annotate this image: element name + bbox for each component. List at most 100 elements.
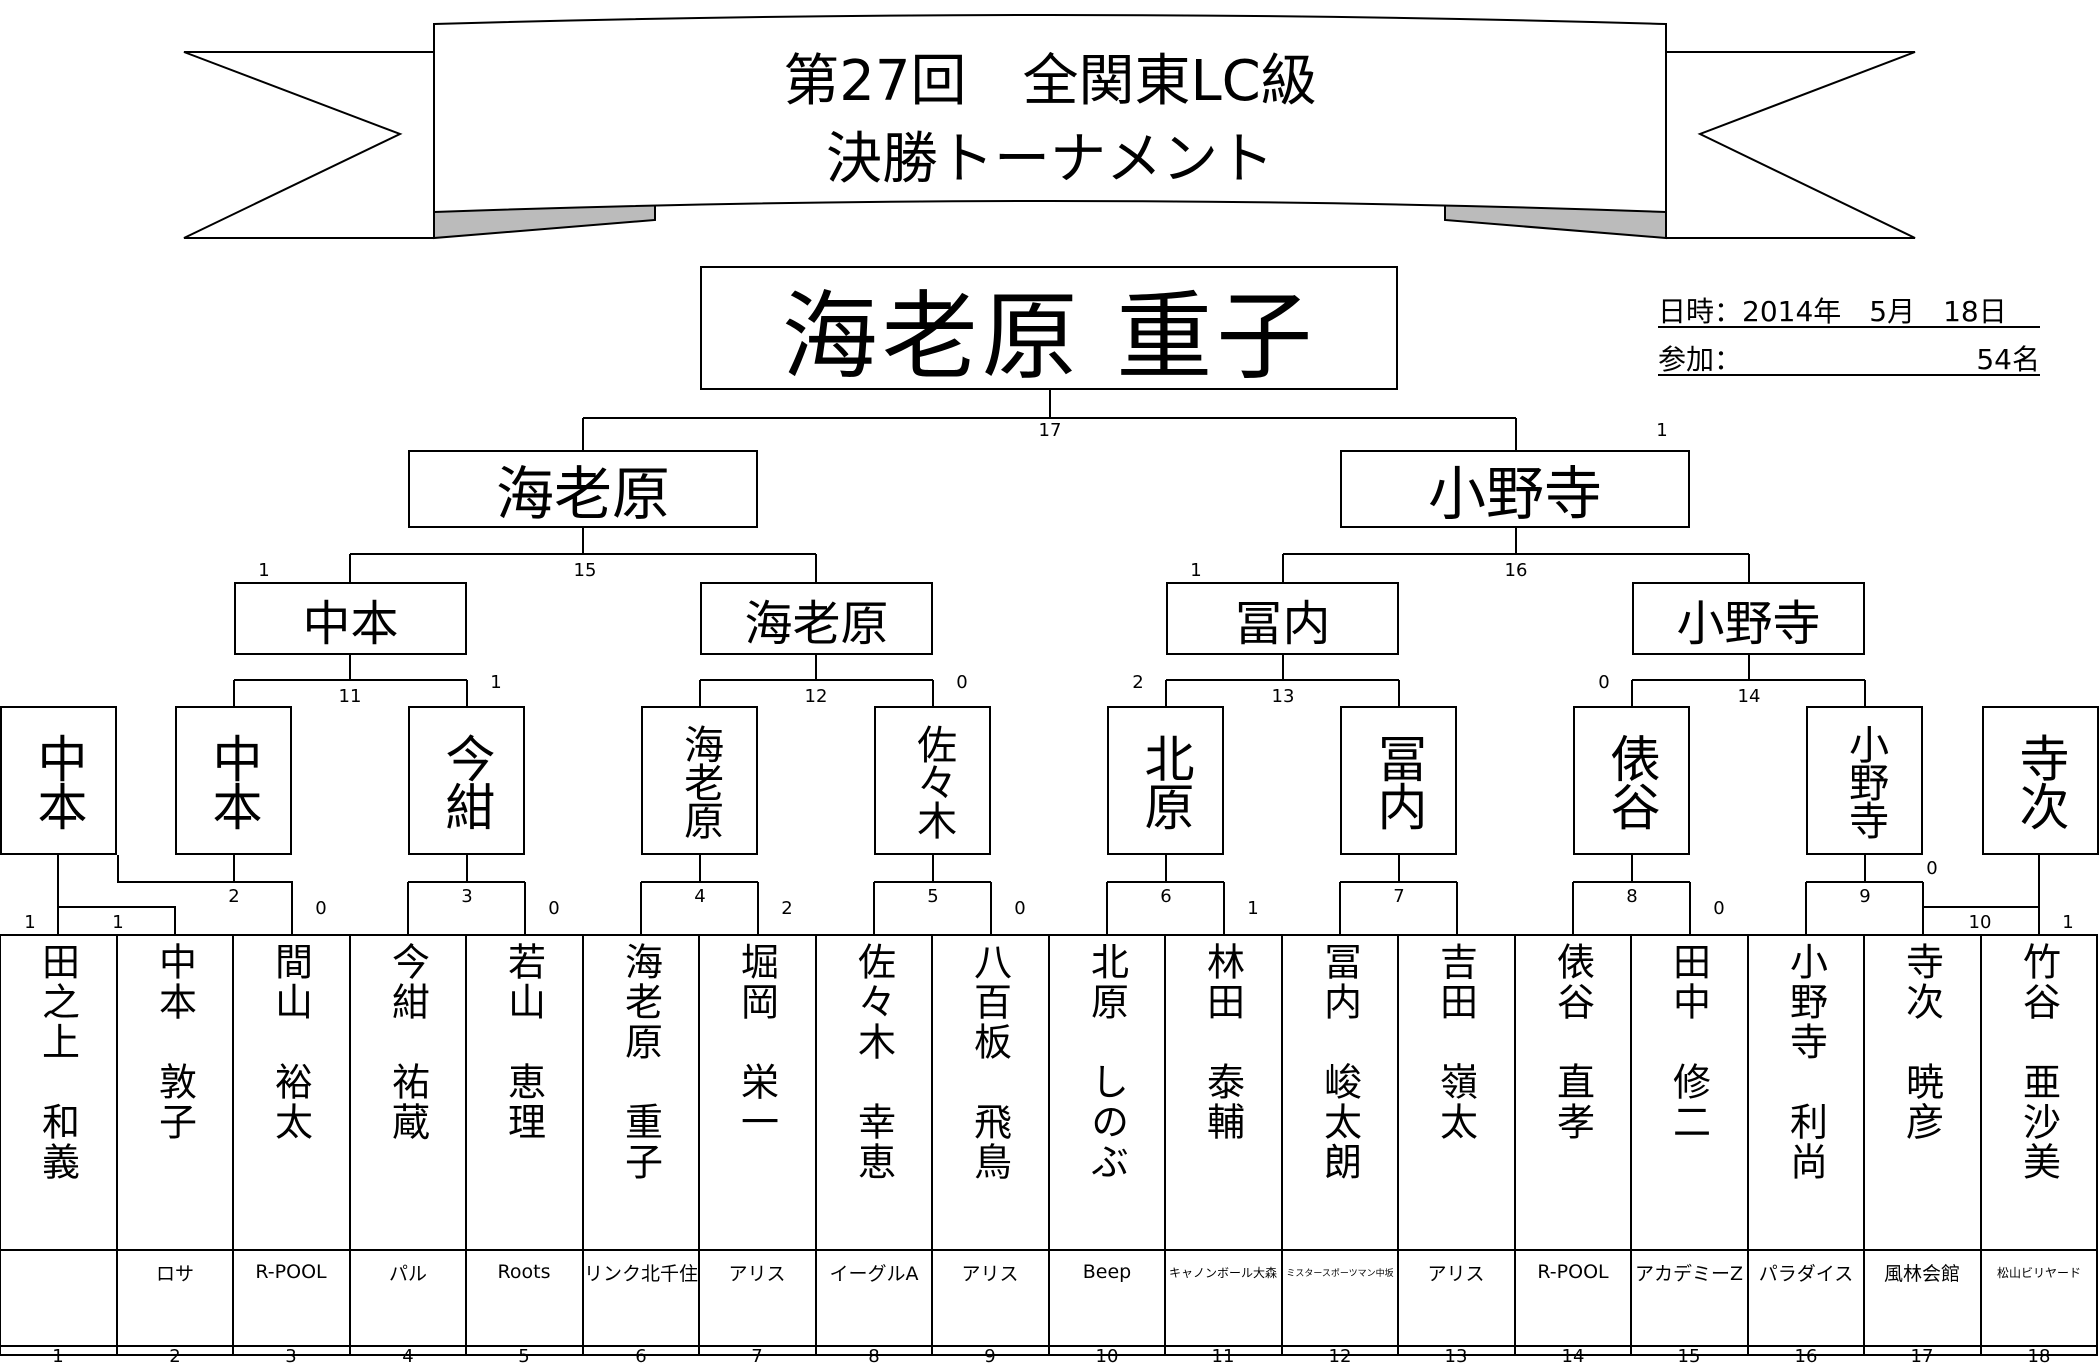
player-club-9: アリス [961,1262,1019,1285]
player-name-15: 田中 修二 [1631,942,1747,1242]
player-number-2: 2 [169,1346,181,1367]
banner-main [433,14,1667,214]
score-r1-1: 1 [24,912,36,933]
player-club-3: R-POOL [255,1261,327,1283]
score-r1-12: 1 [1247,898,1259,919]
player-number-5: 5 [518,1346,530,1367]
player-name-10: 北原 しのぶ [1049,942,1165,1242]
title-line-2: 決勝トーナメント [826,127,1274,192]
score-r1-14: 8 [1626,886,1638,907]
round2-box-7: 冨内 [1340,706,1457,855]
score-r1-13: 7 [1393,886,1405,907]
score-r1-2: 1 [112,912,124,933]
semifinal-left: 海老原 [408,450,758,528]
event-date: 日時：2014年 5月 18日 [1658,290,2040,328]
score-semis-3: 1 [1190,560,1202,581]
quarterfinal-4: 小野寺 [1632,582,1865,655]
player-name-text: 間山 裕太 [268,942,313,1142]
player-name-2: 中本 敦子 [117,942,233,1242]
round2-name: 俵谷 [1602,732,1661,829]
score-r1-4: 0 [315,898,327,919]
player-club-15: アカデミーZ [1634,1262,1744,1285]
score-final-2: 1 [1656,420,1668,441]
player-club-2: ロサ [155,1262,194,1285]
player-name-text: 小野寺 利尚 [1783,942,1828,1182]
score-qf-3: 12 [804,686,828,707]
player-name-4: 今紺 祐蔵 [350,942,466,1242]
player-club-17: 風林会館 [1883,1262,1960,1285]
score-qf-2: 1 [490,672,502,693]
player-name-7: 堀岡 栄一 [699,942,815,1242]
player-name-9: 八百板 飛鳥 [932,942,1048,1242]
player-name-text: 北原 しのぶ [1084,942,1129,1182]
round2-box-6: 北原 [1107,706,1224,855]
player-name-text: 海老原 重子 [618,942,663,1182]
round2-name: 海老原 [677,723,724,838]
player-club-10: Beep [1082,1261,1132,1283]
quarterfinal-2: 海老原 [700,582,933,655]
player-name-1: 田之上 和義 [0,942,116,1242]
player-name-text: 中本 敦子 [152,942,197,1142]
score-r1-6: 0 [548,898,560,919]
player-number-11: 11 [1211,1346,1235,1367]
player-name-text: 若山 恵理 [501,942,546,1142]
participant-count-value: 54名 [1976,343,2040,376]
player-name-8: 佐々木 幸恵 [816,942,932,1242]
round2-box-5: 佐々木 [874,706,991,855]
semifinal-right: 小野寺 [1340,450,1690,528]
player-name-5: 若山 恵理 [466,942,582,1242]
round2-name: 小野寺 [1842,723,1889,838]
player-name-text: 寺次 暁彦 [1899,942,1944,1142]
round2-name: 今紺 [437,732,496,829]
player-number-4: 4 [402,1346,414,1367]
player-number-13: 13 [1444,1346,1468,1367]
player-name-17: 寺次 暁彦 [1864,942,1980,1242]
player-name-text: 田中 修二 [1666,942,1711,1142]
round2-box-8: 俵谷 [1573,706,1690,855]
score-qf-8: 14 [1737,686,1761,707]
score-r1-8: 2 [781,898,793,919]
player-number-17: 17 [1910,1346,1934,1367]
quarterfinal-3: 冨内 [1166,582,1399,655]
round2-name: 中本 [29,732,88,829]
score-qf-7: 0 [1598,672,1610,693]
player-name-text: 今紺 祐蔵 [385,942,430,1142]
player-club-18: 松山ビリヤード [1996,1265,2081,1280]
player-club-5: Roots [497,1261,551,1283]
score-semis-1: 1 [258,560,270,581]
player-club-4: パル [388,1262,427,1285]
title-line-1: 第27回 全関東LC級 [783,49,1317,114]
score-r1-7: 4 [694,886,706,907]
score-r1-5: 3 [461,886,473,907]
score-r1-19: 1 [2062,912,2074,933]
score-r1-16: 9 [1859,886,1871,907]
player-number-9: 9 [984,1346,996,1367]
player-name-text: 吉田 嶺太 [1433,942,1478,1142]
player-club-12: ミスタースポーツマン中坂 [1286,1268,1394,1279]
player-number-3: 3 [285,1346,297,1367]
player-name-text: 堀岡 栄一 [734,942,779,1142]
player-club-11: キャノンボール大森 [1168,1265,1277,1280]
score-r1-11: 6 [1160,886,1172,907]
player-name-text: 八百板 飛鳥 [967,942,1012,1182]
round2-box-4: 海老原 [641,706,758,855]
player-name-11: 林田 泰輔 [1165,942,1281,1242]
player-name-text: 佐々木 幸恵 [851,942,896,1182]
round2-box-10: 寺次 [1982,706,2099,855]
round2-box-9: 小野寺 [1806,706,1923,855]
player-name-text: 田之上 和義 [35,942,80,1182]
player-name-text: 林田 泰輔 [1200,942,1245,1142]
score-r1-17: 0 [1926,858,1938,879]
score-r1-18: 10 [1968,912,1992,933]
player-number-15: 15 [1677,1346,1701,1367]
score-semis-4: 16 [1504,560,1528,581]
round2-name: 冨内 [1369,732,1428,829]
champion-box: 海老原 重子 [700,266,1398,393]
player-number-6: 6 [635,1346,647,1367]
banner-right-tail [1665,51,1916,239]
title-banner [183,14,1916,240]
player-number-1: 1 [52,1346,64,1367]
player-name-3: 間山 裕太 [233,942,349,1242]
round2-name: 中本 [204,732,263,829]
